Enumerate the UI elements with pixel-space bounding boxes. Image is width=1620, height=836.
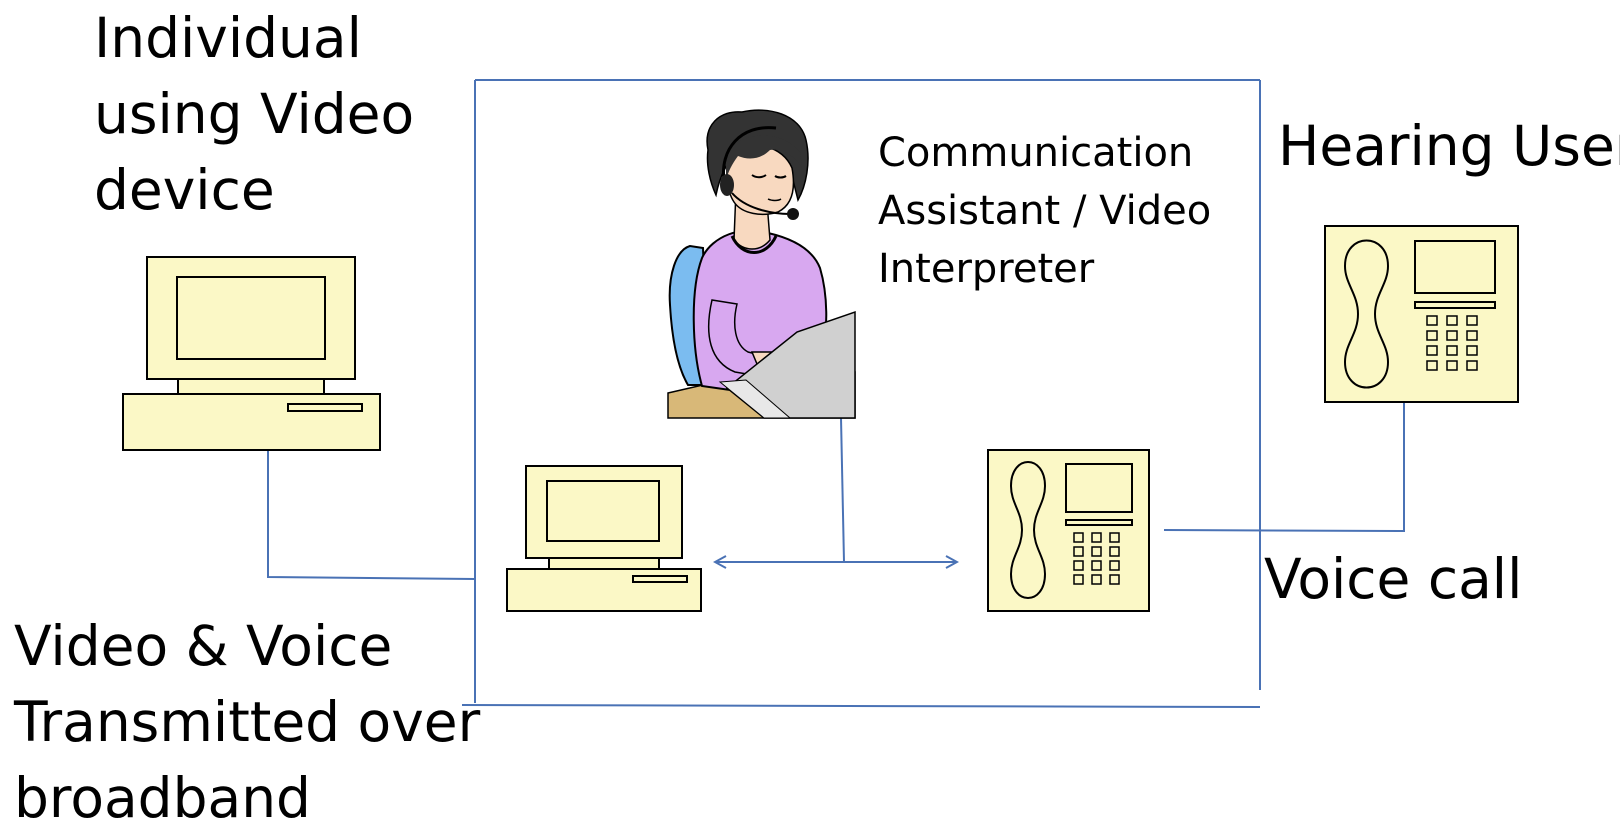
hearing-user-phone-icon xyxy=(1324,225,1519,403)
voice-call-label: Voice call xyxy=(1264,547,1523,611)
ca-drop-line xyxy=(840,417,845,563)
ca-label-line2: Assistant / Video xyxy=(878,188,1212,234)
individual-label-line1: Individual xyxy=(94,6,362,70)
relay-diagram xyxy=(122,79,1519,708)
relay-center-box xyxy=(461,79,1261,708)
ca-label-line1: Communication xyxy=(878,130,1194,176)
hearing-user-label: Hearing User xyxy=(1278,114,1620,178)
user-computer-connection xyxy=(267,450,476,580)
ca-label-line3: Interpreter xyxy=(878,246,1095,292)
individual-label-line2: using Video xyxy=(94,82,415,146)
video-voice-label-line1: Video & Voice xyxy=(14,614,393,678)
communication-assistant-icon xyxy=(667,109,856,419)
connection-lines xyxy=(267,403,1405,580)
hearing-user-phone-keypad xyxy=(1426,315,1478,371)
communication-assistant-label: Communication Assistant / Video Interpre… xyxy=(878,124,1211,298)
relay-computer-icon xyxy=(506,465,702,612)
individual-label-line3: device xyxy=(94,158,275,222)
voice-call-line xyxy=(1163,403,1405,533)
individual-label: Individual using Video device xyxy=(94,0,414,228)
video-voice-label-line2: Transmitted over xyxy=(14,690,481,754)
video-voice-label: Video & Voice Transmitted over broadband xyxy=(14,608,480,836)
individual-computer-icon xyxy=(122,256,381,451)
relay-phone-icon xyxy=(987,449,1150,612)
relay-phone-keypad xyxy=(1073,532,1120,585)
